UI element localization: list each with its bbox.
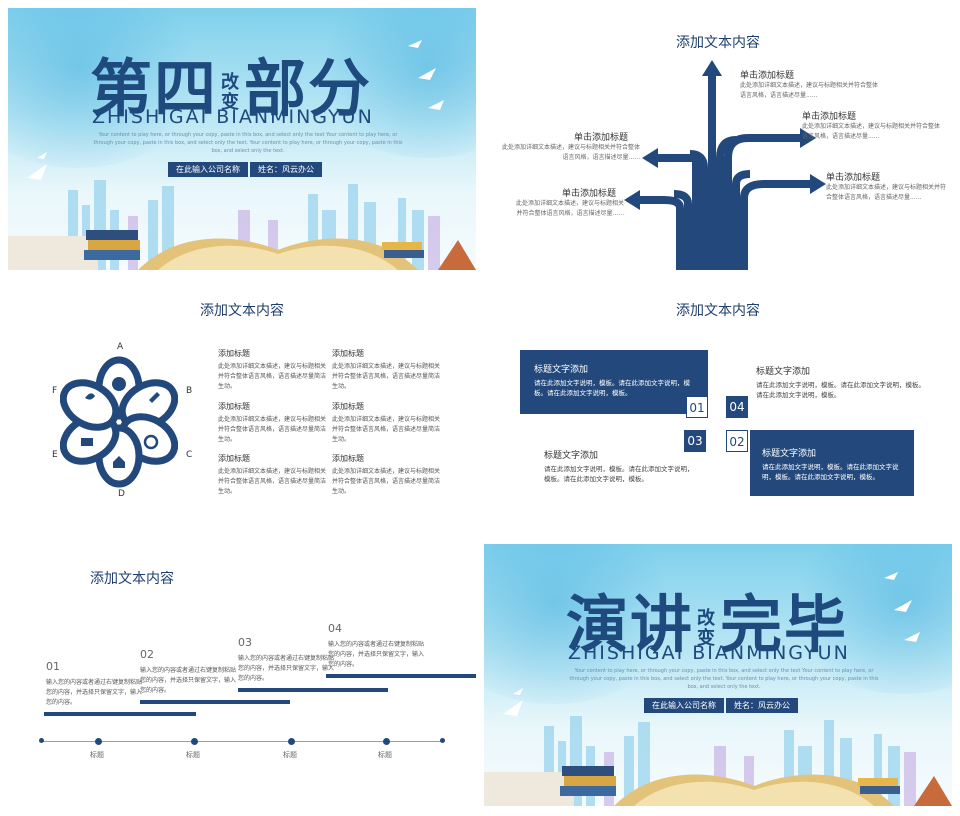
step-number: 02 bbox=[140, 648, 154, 661]
open-book-illustration bbox=[484, 766, 952, 806]
cover-pinyin: ZHISHIGAI BIANMINGYUN bbox=[92, 106, 374, 128]
presenter-name-pill[interactable]: 姓名：风云办公 bbox=[726, 698, 798, 713]
paper-birds-icon bbox=[27, 152, 47, 180]
step-bar bbox=[326, 674, 476, 678]
text-block-04: 标题文字添加请在此添加文字说明，模板。请在此添加文字说明，模板。请在此添加文字说… bbox=[756, 367, 925, 399]
paper-birds-icon bbox=[884, 572, 920, 642]
timeline-label: 标题 bbox=[283, 751, 297, 759]
paper-birds-icon bbox=[503, 688, 523, 716]
flower-text-item: 添加标题此处添加详细文本描述，建议与标题相关并符合整体语言风格，语言描述尽量简洁… bbox=[218, 349, 327, 390]
arrow-desc-left-upper: 此处添加详细文本描述，建议与标题相关并符合整体语言风格，语言描述尽量...... bbox=[501, 144, 640, 161]
cover-placeholder-text: Your content to play here, or through yo… bbox=[569, 668, 879, 690]
number-badge-04: 04 bbox=[726, 396, 748, 418]
slide-title: 添加文本内容 bbox=[676, 303, 760, 319]
flower-text-item: 添加标题此处添加详细文本描述，建议与标题相关并符合整体语言风格，语言描述尽量简洁… bbox=[332, 349, 441, 390]
slide-title: 添加文本内容 bbox=[676, 35, 760, 51]
step-text: 输入您的内容或者通过右键复制粘贴您的内容，并选择只保留文字，输入您的内容。 bbox=[140, 667, 237, 694]
arrow-label-right-lower: 单击添加标题 bbox=[826, 173, 881, 183]
step-bar bbox=[238, 688, 388, 692]
cover-pinyin: ZHISHIGAI BIANMINGYUN bbox=[568, 642, 850, 664]
arrow-label-left-upper: 单击添加标题 bbox=[574, 133, 629, 143]
text-block-01: 标题文字添加请在此添加文字说明，模板。请在此添加文字说明，模板。请在此添加文字说… bbox=[520, 350, 708, 414]
branching-arrows-diagram bbox=[624, 60, 826, 270]
flower-letter-a: A bbox=[117, 342, 124, 352]
flower-letter-e: E bbox=[52, 450, 58, 460]
arrow-desc-right-upper: 此处添加详细文本描述，建议与标题相关并符合整体语言风格，语言描述尽量...... bbox=[802, 123, 941, 140]
step-text: 输入您的内容或者通过右键复制粘贴您的内容，并选择只保留文字，输入您的内容。 bbox=[328, 641, 425, 668]
step-number: 03 bbox=[238, 636, 252, 649]
numbered-blocks-slide[interactable]: 添加文本内容 标题文字添加请在此添加文字说明，模板。请在此添加文字说明，模板。请… bbox=[484, 280, 952, 542]
arrow-desc-right-lower: 此处添加详细文本描述，建议与标题相关并符合整体语言风格，语言描述尽量...... bbox=[826, 184, 947, 201]
timeline-dot bbox=[95, 738, 102, 745]
flower-letter-c: C bbox=[186, 450, 193, 460]
cover-title: 演讲改变完毕 bbox=[566, 588, 849, 661]
flower-text-item: 添加标题此处添加详细文本描述，建议与标题相关并符合整体语言风格，语言描述尽量简洁… bbox=[218, 402, 327, 443]
timeline-line bbox=[42, 741, 442, 742]
number-badge-03: 03 bbox=[684, 430, 706, 452]
paper-birds-icon bbox=[408, 40, 444, 110]
step-number: 04 bbox=[328, 622, 342, 635]
text-block-03: 标题文字添加请在此添加文字说明，模板。请在此添加文字说明，模板。请在此添加文字说… bbox=[544, 451, 694, 483]
cover-slide-section-four[interactable]: 第四改变部分 ZHISHIGAI BIANMINGYUN Your conten… bbox=[8, 8, 476, 270]
company-name-pill[interactable]: 在此输入公司名称 bbox=[644, 698, 724, 713]
slide-title: 添加文本内容 bbox=[200, 303, 284, 319]
flower-petals-diagram bbox=[60, 356, 178, 488]
timeline-dot bbox=[288, 738, 295, 745]
number-badge-02: 02 bbox=[726, 430, 748, 452]
flower-letter-f: F bbox=[52, 386, 58, 396]
flower-text-item: 添加标题此处添加详细文本描述，建议与标题相关并符合整体语言风格，语言描述尽量简洁… bbox=[218, 454, 327, 495]
flower-diagram-slide[interactable]: 添加文本内容 A B C D E F 添加标题此处添加详细文本描述，建议与标题相… bbox=[8, 280, 476, 542]
arrow-desc-top: 此处添加详细文本描述，建议与标题相关并符合整体语言风格，语言描述尽量...... bbox=[740, 82, 879, 99]
flower-letter-d: D bbox=[118, 489, 125, 499]
company-name-pill[interactable]: 在此输入公司名称 bbox=[168, 162, 248, 177]
flower-letter-b: B bbox=[186, 386, 193, 396]
timeline-label: 标题 bbox=[378, 751, 392, 759]
steps-timeline-slide[interactable]: 添加文本内容 01 输入您的内容或者通过右键复制粘贴您的内容，并选择只保留文字，… bbox=[8, 548, 476, 810]
flower-text-item: 添加标题此处添加详细文本描述，建议与标题相关并符合整体语言风格，语言描述尽量简洁… bbox=[332, 402, 441, 443]
cover-placeholder-text: Your content to play here, or through yo… bbox=[93, 132, 403, 154]
presenter-name-pill[interactable]: 姓名：风云办公 bbox=[250, 162, 322, 177]
timeline-label: 标题 bbox=[90, 751, 104, 759]
slide-title: 添加文本内容 bbox=[90, 571, 174, 587]
arrow-label-left-lower: 单击添加标题 bbox=[562, 189, 617, 199]
step-number: 01 bbox=[46, 660, 60, 673]
timeline-dot bbox=[383, 738, 390, 745]
flower-text-item: 添加标题此处添加详细文本描述，建议与标题相关并符合整体语言风格，语言描述尽量简洁… bbox=[332, 454, 441, 495]
step-bar bbox=[44, 712, 196, 716]
open-book-illustration bbox=[8, 230, 476, 270]
timeline-label: 标题 bbox=[186, 751, 200, 759]
timeline-end-dot bbox=[39, 738, 44, 743]
step-bar bbox=[140, 700, 290, 704]
timeline-dot bbox=[191, 738, 198, 745]
arrow-label-top: 单击添加标题 bbox=[740, 71, 795, 81]
timeline-end-dot bbox=[440, 738, 445, 743]
number-badge-01: 01 bbox=[686, 396, 708, 418]
step-text: 输入您的内容或者通过右键复制粘贴您的内容，并选择只保留文字，输入您的内容。 bbox=[238, 655, 335, 682]
step-text: 输入您的内容或者通过右键复制粘贴您的内容，并选择只保留文字，输入您的内容。 bbox=[46, 679, 143, 706]
arrows-diagram-slide[interactable]: 添加文本内容 单击添加标题 此处添加详细文本描述，建议与标题相关并符合整体语言风… bbox=[484, 8, 952, 270]
cover-title: 第四改变部分 bbox=[90, 52, 373, 125]
cover-slide-closing[interactable]: 演讲改变完毕 ZHISHIGAI BIANMINGYUN Your conten… bbox=[484, 544, 952, 806]
arrow-label-right-upper: 单击添加标题 bbox=[802, 112, 857, 122]
text-block-02: 标题文字添加请在此添加文字说明，模板。请在此添加文字说明，模板。请在此添加文字说… bbox=[750, 430, 914, 496]
arrow-desc-left-lower: 此处添加详细文本描述，建议与标题相关并符合整体语言风格，语言描述尽量...... bbox=[515, 200, 624, 217]
